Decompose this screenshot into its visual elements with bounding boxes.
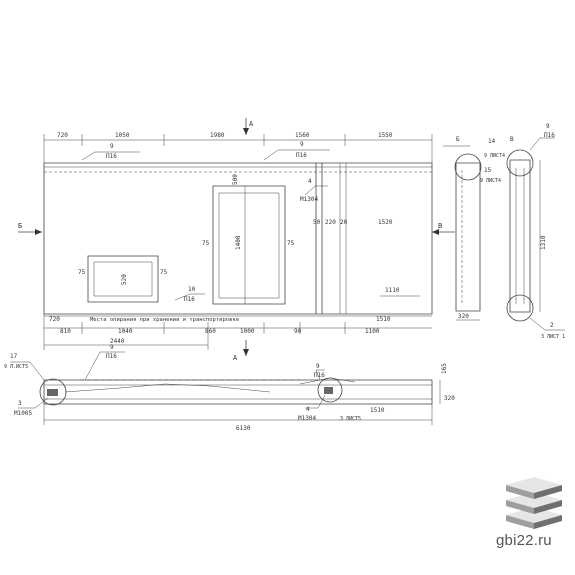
- leader-9-v-code: П16: [544, 132, 555, 139]
- dim-height-right: 1110: [385, 287, 400, 294]
- callout-circle-section-b: [455, 154, 481, 180]
- leader-9b-num: 9: [300, 141, 304, 148]
- leader-9-p16: [82, 152, 140, 160]
- leader-17: [10, 362, 44, 380]
- leader-3-code: М1005: [14, 410, 32, 417]
- section-b-dim: 320: [458, 313, 469, 320]
- section-v-outline: [510, 160, 530, 312]
- leader-9-plan: [85, 352, 125, 380]
- plan-reinforcement-curve: [65, 384, 270, 392]
- leader-17-code: 9 Л.ИСТ5: [4, 364, 28, 370]
- leader-4-num: 4: [308, 178, 312, 185]
- dim-seg-2: 220: [325, 219, 336, 226]
- leader-2: [530, 318, 565, 330]
- leader-14-code: 9 ЛИСТ4: [484, 153, 505, 159]
- leader-9-code: П16: [106, 153, 117, 160]
- section-v-dim: 1310: [540, 235, 547, 250]
- leader-4-plan: [305, 395, 325, 408]
- section-v-title: В: [510, 136, 514, 143]
- dim-top-5: 1550: [378, 132, 393, 139]
- leader-9-plan-b-num: 9: [316, 363, 320, 370]
- leader-9-num: 9: [110, 143, 114, 150]
- dim-bottom-4: 860: [205, 328, 216, 335]
- leader-4-plan-num: 4: [306, 406, 310, 413]
- callout-circle-plan-right: [318, 378, 342, 402]
- leader-3: [18, 398, 48, 408]
- dim-seg-3: 20: [340, 219, 348, 226]
- callout-circle-section-v-top: [507, 150, 533, 176]
- logo-stack: [506, 477, 562, 529]
- leader-3-num: 3: [18, 400, 22, 407]
- dim-bottom-5: 1000: [240, 328, 255, 335]
- leader-10-p16: [175, 294, 205, 300]
- dim-bottom-3: 1040: [118, 328, 133, 335]
- dim-seg-4: 1520: [378, 219, 393, 226]
- embedded-plate-plan-right: [324, 387, 333, 394]
- dim-top-1: 720: [57, 132, 68, 139]
- leader-9-plan-num: 9: [110, 344, 114, 351]
- dim-small-height: 520: [121, 274, 128, 285]
- section-b-title: Б: [456, 136, 460, 143]
- dim-seg-1: 50: [313, 219, 321, 226]
- window-small: [88, 256, 158, 302]
- leader-9-v-num: 9: [546, 123, 550, 130]
- panel-elevation-outline: [44, 163, 432, 314]
- leader-4-m1304: [305, 186, 328, 195]
- dim-window-left: 75: [202, 240, 210, 247]
- section-v-label: В: [438, 222, 442, 230]
- leader-9-section-v: [530, 138, 555, 150]
- leader-10-code: П16: [184, 296, 195, 303]
- leader-2-code: 3 ЛИСТ 1: [541, 334, 565, 340]
- dim-bottom-2: 810: [60, 328, 71, 335]
- dim-window-top: 500: [232, 174, 239, 185]
- callout-circle-plan-left: [40, 379, 66, 405]
- dim-bottom-6: 90: [294, 328, 302, 335]
- dim-total: 2440: [110, 338, 125, 345]
- section-b-outline: [456, 163, 480, 311]
- dim-plan-4: 320: [444, 395, 455, 402]
- dim-window-right: 75: [287, 240, 295, 247]
- dim-top-4: 1560: [295, 132, 310, 139]
- dim-plan-3: 165: [441, 363, 448, 374]
- dim-plan-total: 6130: [236, 425, 251, 432]
- section-a-label-top: A: [249, 120, 254, 128]
- embedded-plate-plan-left: [47, 389, 58, 396]
- leader-15-code: 9 ЛИСТ4: [480, 178, 501, 184]
- leader-14-num: 14: [488, 138, 496, 145]
- dim-bottom-1: 720: [49, 316, 60, 323]
- dim-top-2: 1050: [115, 132, 130, 139]
- window-large: [213, 186, 285, 304]
- leader-9-p16-b: [264, 150, 330, 160]
- leader-9-plan-b: [316, 370, 325, 380]
- leader-9-plan-code: П16: [106, 353, 117, 360]
- window-large-inner: [219, 193, 279, 298]
- leader-10-num: 10: [188, 286, 196, 293]
- leader-9-plan-b-code: П16: [314, 372, 325, 379]
- dim-small-right: 75: [160, 269, 168, 276]
- dim-top-3: 1980: [210, 132, 225, 139]
- leader-15-num: 15: [484, 167, 492, 174]
- leader-3-list5: 3 ЛИСТ5: [340, 416, 361, 422]
- dim-small-left: 75: [78, 269, 86, 276]
- section-a-label-bottom: A: [233, 354, 238, 362]
- caption-support-points: Места опирания при хранении и транспорти…: [90, 317, 239, 323]
- panel-plan-outline: [44, 380, 432, 404]
- section-b-label: Б: [18, 222, 22, 230]
- leader-17-num: 17: [10, 353, 18, 360]
- dim-plan-2: 1510: [370, 407, 385, 414]
- leader-4-plan-code: М1304: [298, 415, 316, 422]
- leader-9b-code: П16: [296, 152, 307, 159]
- leader-2-num: 2: [550, 322, 554, 329]
- window-small-inner: [94, 262, 152, 296]
- dim-window-height: 1400: [235, 235, 242, 250]
- brand-text[interactable]: gbi22.ru: [496, 532, 552, 549]
- brand-logo-icon: [506, 477, 562, 529]
- callout-circle-section-v-bottom: [507, 295, 533, 321]
- dim-bottom-8: 1510: [376, 316, 391, 323]
- leader-4-code: М1304: [300, 196, 318, 203]
- dim-bottom-7: 1100: [365, 328, 380, 335]
